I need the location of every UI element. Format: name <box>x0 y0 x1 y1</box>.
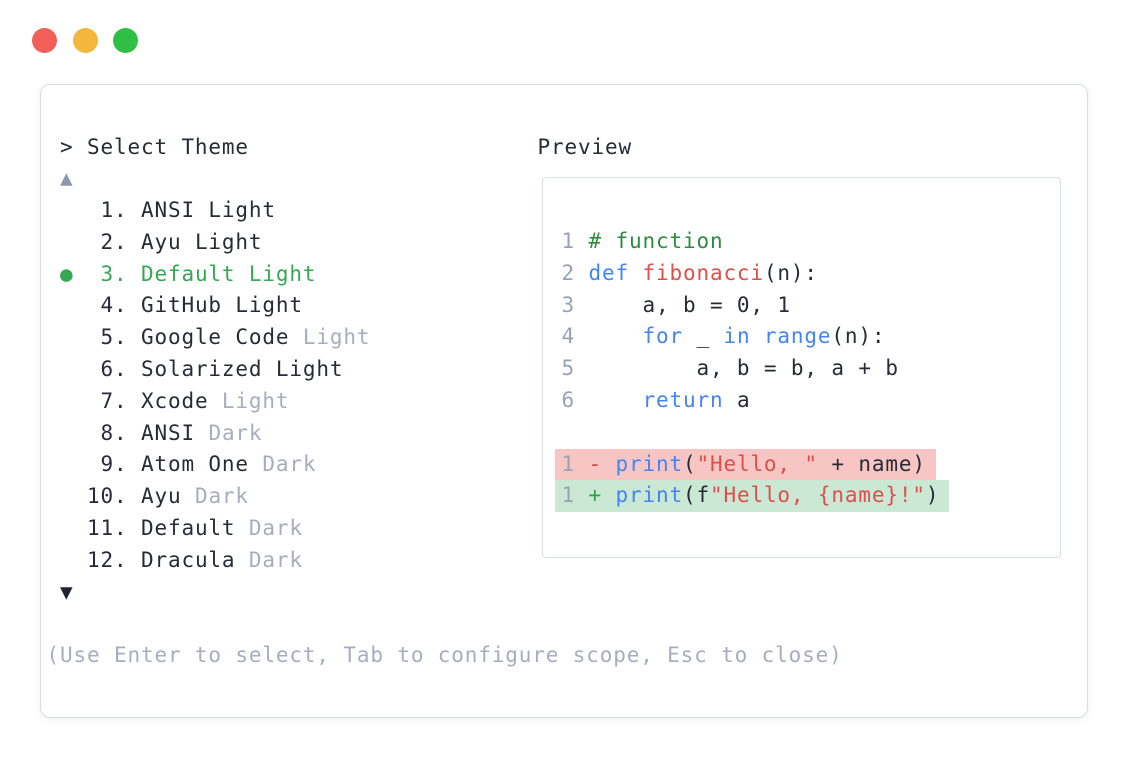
scroll-down-icon[interactable]: ▼ <box>60 579 74 604</box>
code-line: 6 return a <box>561 387 751 412</box>
theme-item-variant: Light <box>289 325 371 350</box>
theme-item-number: 1. <box>73 198 141 223</box>
theme-item-number: 6. <box>73 357 141 382</box>
code-line: 1 # function <box>561 229 724 253</box>
code-line: 4 for _ in range(n): <box>561 324 886 349</box>
theme-item-number: 12. <box>73 547 141 572</box>
theme-item-number: 8. <box>73 420 141 445</box>
theme-picker-dialog: > Select Theme ▲ 1. ANSI Light 2. Ayu Li… <box>40 84 1088 718</box>
theme-list-item[interactable]: 7. Xcode Light <box>47 386 843 418</box>
theme-list-item[interactable]: ● 3. Default Light <box>47 259 843 291</box>
help-text: (Use Enter to select, Tab to configure s… <box>46 643 843 668</box>
theme-item-variant: Dark <box>194 420 263 445</box>
theme-item-name: Dracula <box>140 547 236 572</box>
theme-list-item[interactable]: 10. Ayu Dark <box>47 481 843 513</box>
preview-label: Preview <box>537 134 632 159</box>
selected-bullet-icon: ● <box>60 261 74 286</box>
code-line: 3 a, b = 0, 1 <box>561 292 791 317</box>
code-preview: 1 # function 2 def fibonacci(n): 3 a, b = … <box>554 226 950 513</box>
code-line: 5 a, b = b, a + b <box>561 356 899 381</box>
theme-list-item[interactable]: 4. GitHub Light <box>47 290 843 322</box>
window-controls <box>32 28 138 53</box>
bullet-placeholder <box>60 452 74 476</box>
theme-list-items: 1. ANSI Light 2. Ayu Light● 3. Default L… <box>47 195 843 577</box>
scroll-up-icon[interactable]: ▲ <box>60 166 74 191</box>
theme-item-name: ANSI Light <box>140 198 276 223</box>
theme-list: > Select Theme ▲ 1. ANSI Light 2. Ayu Li… <box>47 132 843 673</box>
theme-item-number: 9. <box>73 452 141 477</box>
theme-item-name: Ayu <box>140 484 182 509</box>
theme-list-item[interactable]: 11. Default Dark <box>47 513 843 545</box>
theme-item-variant: Dark <box>235 547 303 572</box>
theme-item-number: 2. <box>73 229 141 254</box>
theme-item-name: Default Light <box>140 261 317 286</box>
spacer-line <box>47 608 843 640</box>
theme-item-variant: Dark <box>248 452 317 477</box>
theme-item-number: 10. <box>73 484 141 509</box>
bullet-placeholder <box>60 198 74 222</box>
theme-item-name: GitHub Light <box>140 293 303 318</box>
theme-item-name: Google Code <box>140 325 290 350</box>
theme-list-item[interactable]: 5. Google Code Light <box>47 322 843 354</box>
theme-item-number: 4. <box>73 293 141 318</box>
theme-item-number: 5. <box>73 325 141 350</box>
diff-added-line: 1 + print(f"Hello, {name}!") <box>554 480 950 513</box>
theme-list-item[interactable]: 12. Dracula Dark <box>47 545 843 577</box>
theme-item-name: ANSI <box>140 420 195 445</box>
bullet-placeholder <box>60 293 74 317</box>
code-line <box>562 417 950 449</box>
bullet-placeholder <box>60 389 74 413</box>
select-theme-prompt: > Select Theme <box>60 134 249 159</box>
theme-item-name: Atom One <box>140 452 249 477</box>
bullet-placeholder <box>60 484 74 508</box>
theme-item-number: 11. <box>73 516 141 541</box>
theme-item-variant: Light <box>208 388 290 413</box>
bullet-placeholder <box>60 230 74 254</box>
theme-item-variant: Dark <box>181 484 249 509</box>
minimize-button[interactable] <box>72 28 98 53</box>
theme-item-variant: Dark <box>235 516 303 541</box>
bullet-placeholder <box>60 548 74 572</box>
bullet-placeholder <box>60 421 74 445</box>
bullet-placeholder <box>60 516 74 540</box>
theme-item-number: 7. <box>73 388 141 413</box>
theme-list-item[interactable]: 8. ANSI Dark <box>47 418 843 450</box>
theme-item-name: Default <box>140 516 236 541</box>
theme-list-item[interactable]: 9. Atom One Dark <box>47 449 843 481</box>
bullet-placeholder <box>60 325 74 349</box>
theme-item-name: Solarized Light <box>140 357 344 382</box>
diff-removed-line: 1 - print("Hello, " + name) <box>554 448 936 481</box>
theme-item-name: Xcode <box>140 388 209 413</box>
theme-item-name: Ayu Light <box>140 229 263 254</box>
close-button[interactable] <box>32 28 57 53</box>
theme-list-item[interactable]: 6. Solarized Light <box>47 354 843 386</box>
theme-list-item[interactable]: 2. Ayu Light <box>47 227 843 259</box>
preview-panel: 1 # function 2 def fibonacci(n): 3 a, b = … <box>541 176 1061 558</box>
code-line: 2 def fibonacci(n): <box>561 260 818 285</box>
bullet-placeholder <box>60 357 74 381</box>
zoom-button[interactable] <box>113 28 138 53</box>
theme-item-number: 3. <box>73 261 141 286</box>
theme-list-item[interactable]: 1. ANSI Light <box>47 195 843 227</box>
